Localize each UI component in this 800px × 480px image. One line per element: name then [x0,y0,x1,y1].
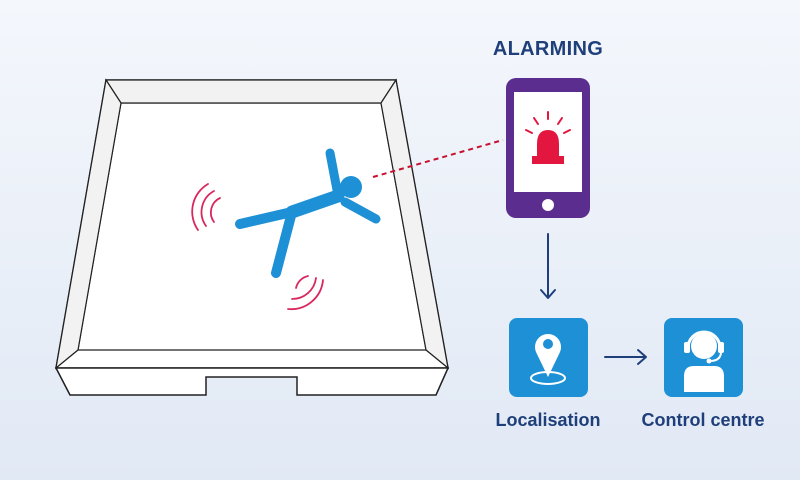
headset-operator-icon [664,318,743,397]
right-arrow [604,349,647,365]
alarm-signal-link [372,139,504,178]
room-enclosure [54,78,450,396]
control-centre-label: Control centre [641,410,765,430]
map-pin-icon [509,318,588,397]
vibration-waves-bottom [287,275,324,311]
localisation-label: Localisation [495,410,601,430]
down-arrow [540,233,556,299]
falling-person-icon [235,148,381,278]
siren-icon [525,111,571,164]
alarming-label: ALARMING [492,38,604,60]
vibration-waves-left [191,183,221,231]
